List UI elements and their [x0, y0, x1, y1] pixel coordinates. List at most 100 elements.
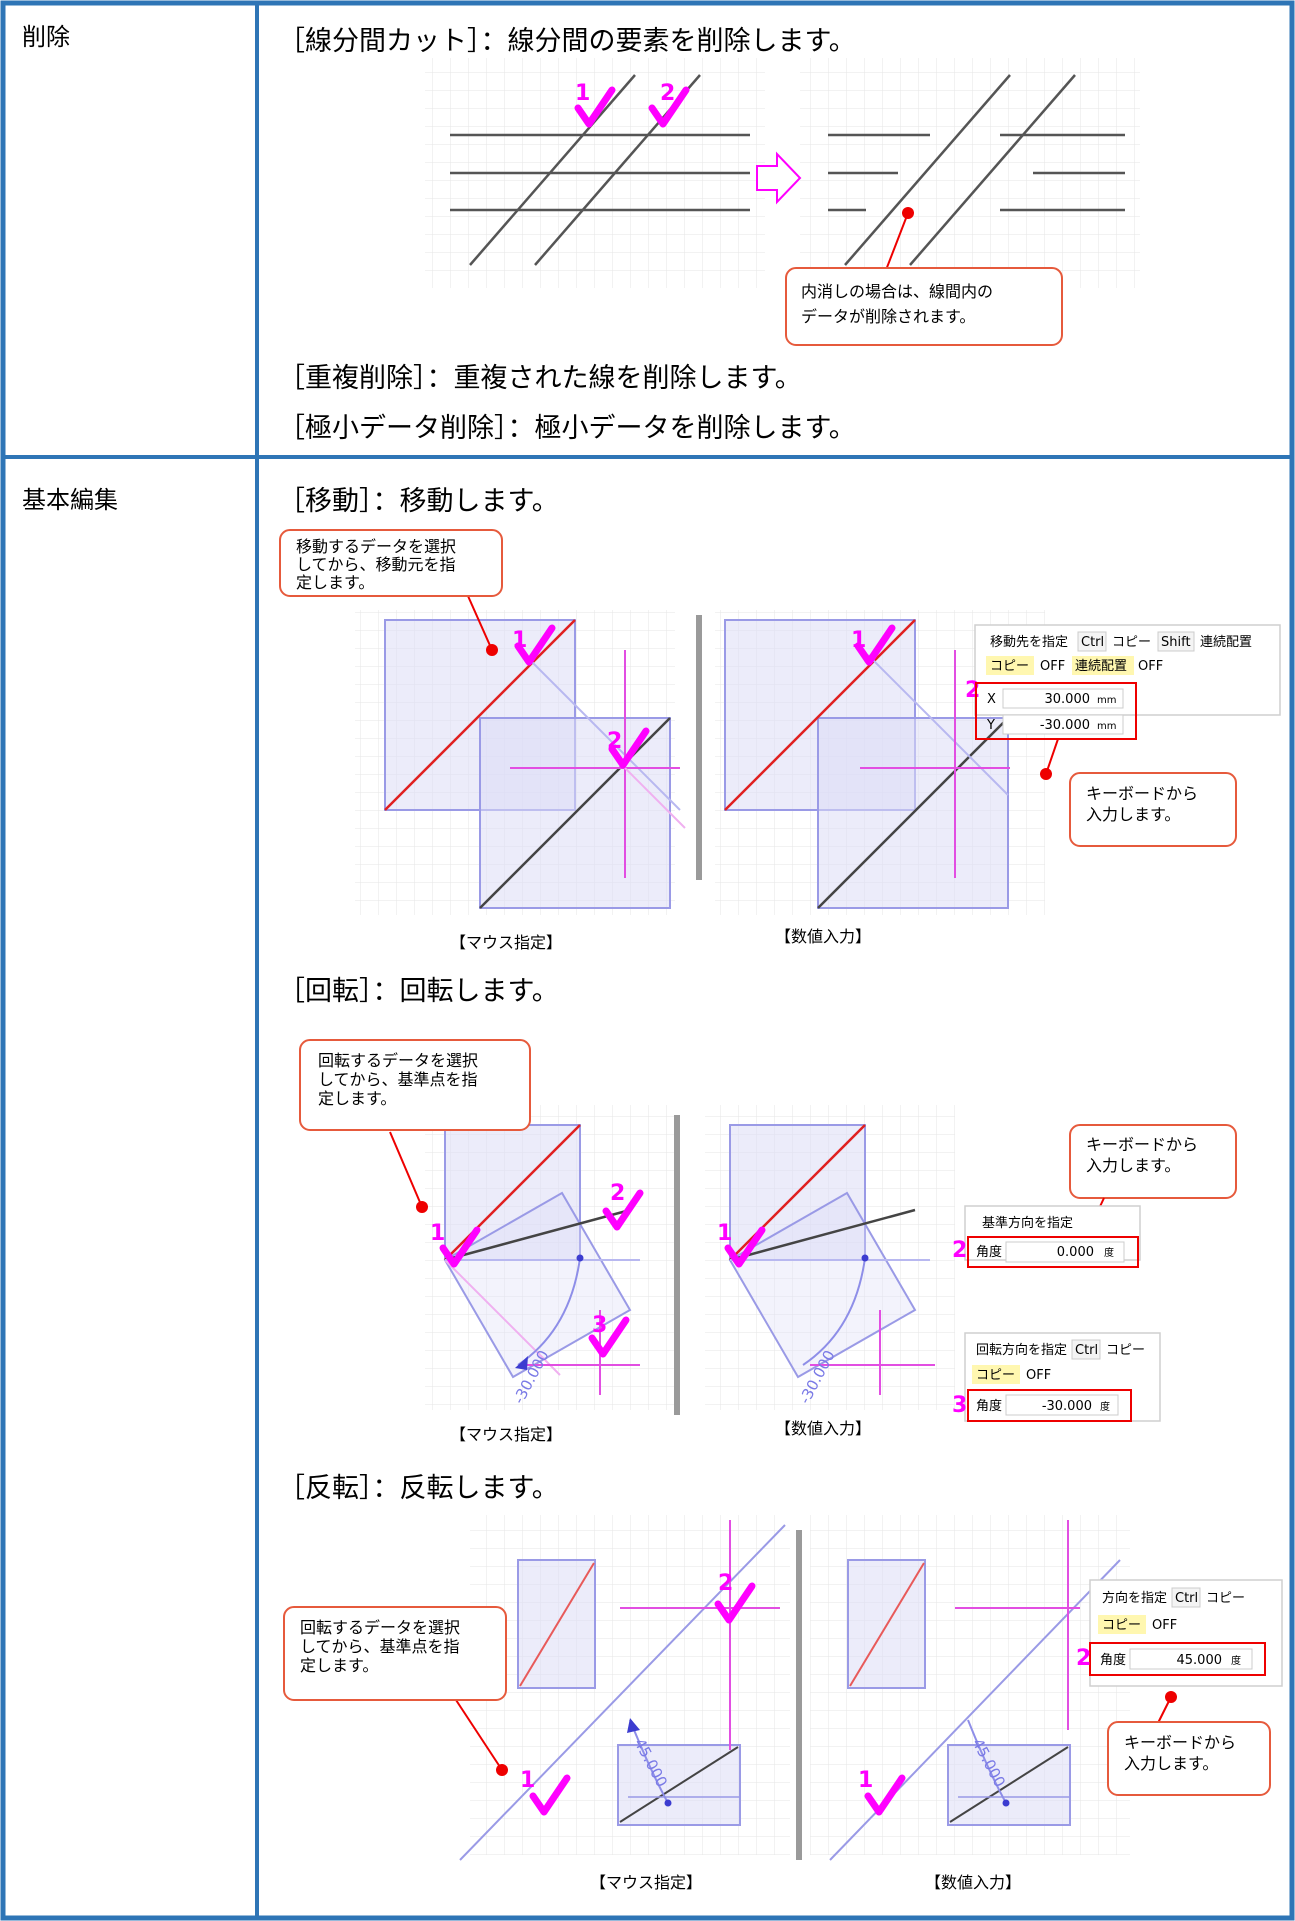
marker-2: 2 [610, 1181, 625, 1206]
marker-1: 1 [520, 1768, 535, 1793]
action-copy: コピー [1206, 1591, 1245, 1606]
callout-line: キーボードから [1086, 784, 1198, 803]
callout-line: 入力します。 [1086, 1156, 1180, 1175]
marker-2: 2 [607, 729, 622, 754]
marker-1: 1 [512, 628, 527, 653]
marker-1: 1 [575, 81, 590, 106]
callout-line: キーボードから [1086, 1135, 1198, 1154]
y-unit: mm [1097, 721, 1116, 732]
rotate-base-direction-panel: 基準方向を指定 角度 0.000 度 [964, 1205, 1141, 1268]
panel-divider [696, 615, 702, 880]
callout-line: 移動するデータを選択 [296, 537, 456, 556]
category-delete: 削除 [22, 23, 70, 51]
action-copy: コピー [1106, 1343, 1145, 1358]
angle-field-label: 角度 [1100, 1652, 1126, 1668]
angle-unit: 度 [1104, 1246, 1114, 1259]
callout-line: 入力します。 [1124, 1754, 1218, 1773]
heading-rotate: ［回転］：回転します。 [278, 976, 559, 1007]
key-ctrl: Ctrl [1175, 1591, 1198, 1606]
toggle-copy-label[interactable]: コピー [1102, 1618, 1141, 1633]
rotate-figure: -30.000 1 2 3 -30.000 1 [425, 1105, 955, 1415]
pointer-dot [496, 1764, 508, 1776]
angle-value-field[interactable]: 45.000 [1177, 1653, 1223, 1668]
panel-title: 基準方向を指定 [982, 1215, 1073, 1231]
move-input-panel: 移動先を指定 Ctrl コピー Shift 連続配置 コピー OFF 連続配置 … [974, 624, 1281, 716]
key-ctrl: Ctrl [1081, 635, 1104, 650]
toggle-copy-value: OFF [1026, 1368, 1051, 1383]
rotate-direction-panel: 回転方向を指定 Ctrl コピー コピー OFF 角度 -30.000 度 [964, 1332, 1161, 1422]
callout-line: してから、基準点を指 [300, 1637, 460, 1656]
callout-line: データが削除されます。 [801, 307, 975, 326]
caption-mouse: 【マウス指定】 [450, 1425, 562, 1444]
marker-1: 1 [858, 1768, 873, 1793]
marker-2: 2 [965, 678, 980, 703]
angle-field-label: 角度 [976, 1244, 1002, 1260]
callout-line: してから、移動元を指 [296, 555, 456, 574]
callout-line: 内消しの場合は、線間内の [801, 282, 993, 301]
category-basic-edit: 基本編集 [22, 486, 118, 514]
callout-line: 回転するデータを選択 [318, 1051, 478, 1070]
marker-2: 2 [1076, 1646, 1091, 1671]
line-cut-after-lines [828, 74, 1125, 266]
callout-line: してから、基準点を指 [318, 1070, 478, 1089]
callout-line: 入力します。 [1086, 805, 1180, 824]
heading-line-cut: ［線分間カット］：線分間の要素を削除します。 [278, 26, 856, 57]
line-cut-before-lines [450, 74, 750, 266]
toggle-copy-label[interactable]: コピー [990, 659, 1029, 674]
pointer-dot [416, 1201, 428, 1213]
toggle-continuous-value: OFF [1138, 659, 1163, 674]
key-ctrl: Ctrl [1075, 1343, 1098, 1358]
panel-divider [796, 1530, 802, 1860]
angle-unit: 度 [1231, 1654, 1241, 1667]
callout-inner-delete: 内消しの場合は、線間内の データが削除されます。 [785, 267, 1063, 346]
pointer-dot [486, 644, 498, 656]
caption-mouse: 【マウス指定】 [450, 933, 562, 952]
callout-flip: 回転するデータを選択 してから、基準点を指 定します。 [283, 1606, 507, 1701]
moved-line [479, 717, 671, 909]
callout-keyboard-move: キーボードから 入力します。 [1069, 772, 1237, 847]
flip-direction-panel: 方向を指定 Ctrl コピー コピー OFF 角度 45.000 度 [1089, 1579, 1283, 1687]
toggle-continuous-label[interactable]: 連続配置 [1075, 659, 1127, 674]
marker-2: 2 [718, 1571, 733, 1596]
marker-1: 1 [717, 1221, 732, 1246]
flip-figure: 45.000 1 2 45.000 1 [459, 1515, 1130, 1861]
pointer-dot [902, 207, 914, 219]
marker-3: 3 [592, 1313, 607, 1338]
marker-2: 2 [952, 1238, 967, 1263]
y-value-field[interactable]: -30.000 [1040, 718, 1090, 733]
marker-1: 1 [851, 628, 866, 653]
toggle-copy-label[interactable]: コピー [976, 1368, 1015, 1383]
source-line [384, 619, 576, 811]
angle-value-field[interactable]: 0.000 [1057, 1245, 1094, 1260]
move-figure: 1 2 1 [355, 610, 1045, 915]
action-continuous: 連続配置 [1200, 635, 1252, 650]
callout-keyboard-rotate: キーボードから 入力します。 [1069, 1124, 1237, 1199]
marker-1: 1 [430, 1221, 445, 1246]
toggle-copy-value: OFF [1152, 1618, 1177, 1633]
move-xy-fields: X 30.000 mm Y -30.000 mm [975, 682, 1137, 740]
x-value-field[interactable]: 30.000 [1045, 692, 1091, 707]
caption-mouse: 【マウス指定】 [590, 1873, 702, 1892]
angle-value-field[interactable]: -30.000 [1042, 1399, 1092, 1414]
callout-keyboard-flip: キーボードから 入力します。 [1107, 1721, 1271, 1796]
heading-duplicate-delete: ［重複削除］：重複された線を削除します。 [278, 363, 802, 394]
x-label: X [987, 692, 996, 707]
y-label: Y [986, 718, 995, 733]
angle-unit: 度 [1100, 1400, 1110, 1413]
heading-small-data-delete: ［極小データ削除］：極小データを削除します。 [278, 413, 856, 444]
caption-numeric: 【数値入力】 [775, 1419, 871, 1438]
pointer-dot [1165, 1691, 1177, 1703]
panel-title: 移動先を指定 [990, 635, 1068, 650]
heading-flip: ［反転］：反転します。 [278, 1473, 559, 1504]
marker-2: 2 [660, 81, 675, 106]
heading-move: ［移動］：移動します。 [278, 486, 559, 517]
key-shift: Shift [1161, 635, 1191, 650]
toggle-copy-value: OFF [1040, 659, 1065, 674]
callout-line: 定します。 [318, 1089, 396, 1108]
callout-move: 移動するデータを選択 してから、移動元を指 定します。 [279, 529, 503, 597]
line-cut-figure: 1 2 内消しの場合は、線間内の データが削除されます。 [425, 58, 1140, 346]
panel-title: 回転方向を指定 [976, 1342, 1067, 1358]
action-copy: コピー [1112, 635, 1151, 650]
